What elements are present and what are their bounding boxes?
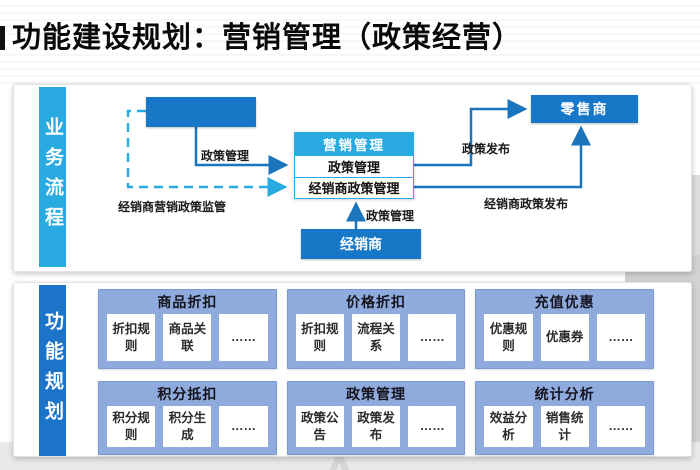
card-price-discount: 价格折扣 折扣规则 流程关系 …… — [286, 289, 466, 369]
card-item: …… — [596, 406, 645, 447]
business-process-sidebar: 业务流程 — [39, 87, 66, 267]
function-cards-grid: 商品折扣 折扣规则 商品关联 …… 价格折扣 折扣规则 流程关系 …… — [98, 289, 655, 455]
card-recharge-promo: 充值优惠 优惠规则 优惠券 …… — [475, 289, 655, 369]
dealer-policy-management-row: 经销商政策管理 — [295, 176, 413, 199]
function-planning-sidebar: 功能规划 — [39, 285, 66, 456]
card-title: 政策管理 — [346, 385, 406, 402]
card-item: 流程关系 — [351, 314, 401, 361]
headquarters-box — [146, 97, 256, 127]
card-policy-management: 政策管理 政策公告 政策发布 …… — [286, 381, 466, 455]
title-clipped-character-fragment — [0, 26, 5, 50]
edge-label-dealer-policy-publish: 经销商政策发布 — [484, 197, 569, 211]
card-title: 商品折扣 — [157, 293, 218, 310]
card-item: …… — [219, 314, 268, 361]
card-title: 充值优惠 — [534, 293, 595, 310]
card-title: 积分抵扣 — [157, 385, 218, 402]
card-item: 折扣规则 — [295, 314, 344, 361]
card-item: 效益分析 — [484, 406, 533, 447]
edge-label-policy-manage-in: 政策管理 — [201, 149, 250, 163]
policy-management-row: 政策管理 — [295, 155, 413, 177]
card-item: 积分生成 — [163, 406, 212, 447]
card-item: 政策发布 — [351, 406, 401, 447]
page-title: 功能建设规划：营销管理（政策经营） — [12, 22, 523, 54]
card-item: 政策公告 — [295, 406, 344, 447]
card-product-discount: 商品折扣 折扣规则 商品关联 …… — [98, 289, 277, 369]
marketing-management-box: 营销管理 政策管理 经销商政策管理 — [294, 132, 414, 199]
card-statistics-analysis: 统计分析 效益分析 销售统计 …… — [475, 381, 655, 455]
card-item: …… — [596, 314, 645, 361]
card-item: 折扣规则 — [107, 314, 156, 361]
function-planning-panel: 功能规划 商品折扣 折扣规则 商品关联 …… 价格折扣 折扣规则 流程关系 — [13, 282, 692, 457]
function-planning-label: 功能规划 — [42, 310, 63, 431]
card-title: 统计分析 — [534, 385, 595, 402]
business-process-panel: 业务流程 营销管理 政策管理 — [13, 84, 692, 272]
card-item: 优惠规则 — [484, 314, 533, 361]
card-item: 优惠券 — [540, 314, 589, 361]
background-texture — [0, 0, 700, 84]
card-title: 价格折扣 — [346, 293, 406, 310]
business-process-label: 业务流程 — [42, 117, 63, 237]
edge-label-policy-manage-up: 政策管理 — [366, 209, 415, 223]
card-item: …… — [408, 406, 457, 447]
edge-label-policy-publish: 政策发布 — [462, 142, 511, 156]
marketing-management-title: 营销管理 — [295, 133, 413, 155]
card-item: 商品关联 — [163, 314, 212, 361]
card-item: …… — [408, 314, 457, 361]
card-points-deduction: 积分抵扣 积分规则 积分生成 …… — [98, 381, 277, 455]
dealer-box: 经销商 — [301, 229, 421, 259]
edge-label-dealer-policy-supervise: 经销商营销政策监管 — [118, 200, 227, 214]
retailer-box: 零售商 — [531, 95, 638, 123]
card-item: 销售统计 — [540, 406, 589, 447]
card-item: …… — [219, 406, 268, 447]
card-item: 积分规则 — [107, 406, 156, 447]
